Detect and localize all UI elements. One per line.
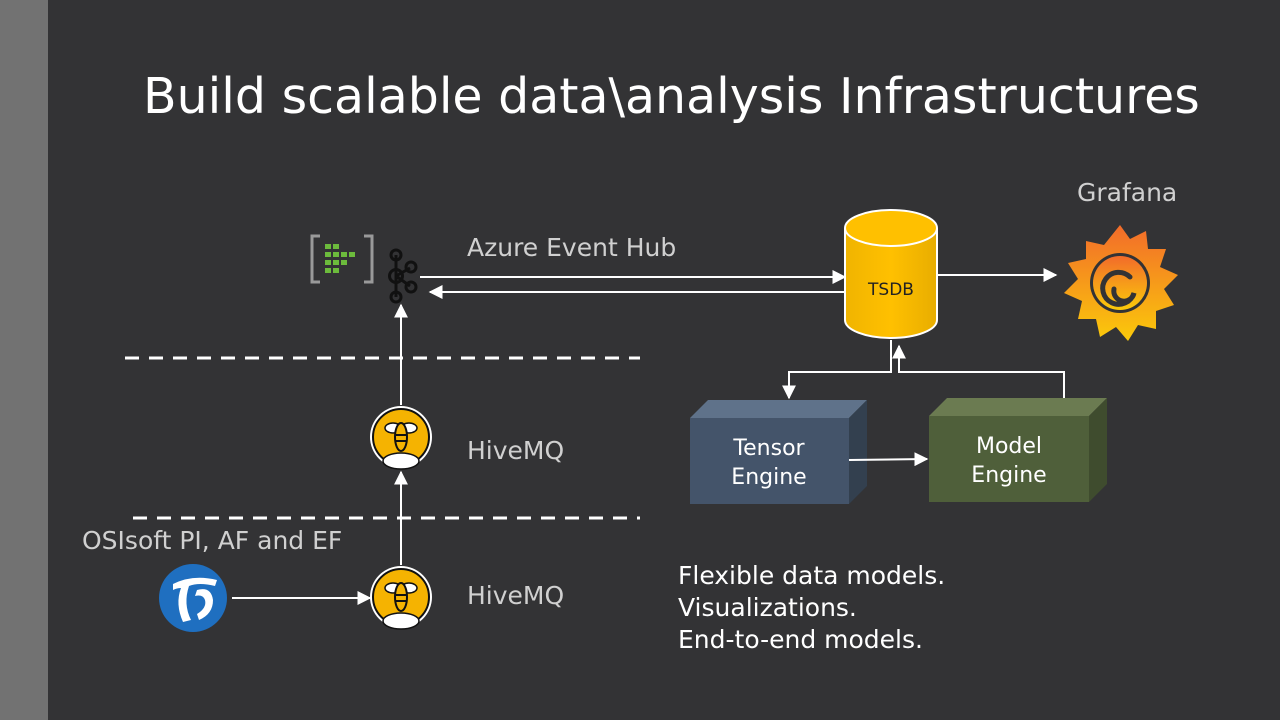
page-title: Build scalable data\analysis Infrastruct… [143, 68, 1200, 125]
grafana-icon [1064, 225, 1178, 341]
azure-event-hub-icon [310, 234, 374, 284]
hivemq-top-label: HiveMQ [467, 436, 564, 465]
model-engine-label-line2: Engine [971, 463, 1046, 488]
tsdb-database [844, 209, 938, 339]
kafka-icon [388, 248, 418, 304]
hivemq-bee-icon [370, 566, 432, 630]
note-item: End-to-end models. [678, 625, 923, 654]
tensor-engine-box [690, 400, 867, 504]
arrow-tensor-to-model [848, 452, 929, 467]
note-item: Flexible data models. [678, 561, 946, 590]
hivemq-bottom-label: HiveMQ [467, 581, 564, 610]
hivemq-bee-icon [370, 406, 432, 470]
osisoft-pi-icon [159, 564, 227, 632]
azure-event-hub-label: Azure Event Hub [467, 233, 676, 262]
side-bar [0, 0, 48, 720]
arrow-tsdb-to-tensor [782, 340, 892, 400]
grafana-label: Grafana [1077, 178, 1177, 207]
tensor-engine-label-line2: Engine [731, 465, 806, 490]
notes-list: Flexible data models. Visualizations. En… [678, 560, 945, 656]
osisoft-label: OSIsoft PI, AF and EF [82, 526, 342, 555]
model-engine-box [929, 398, 1107, 502]
model-engine-label-line1: Model [976, 434, 1042, 459]
tensor-engine-label-line1: Tensor [732, 436, 805, 461]
arrow-model-to-tsdb [892, 344, 1065, 398]
tsdb-label: TSDB [867, 280, 914, 300]
note-item: Visualizations. [678, 593, 857, 622]
